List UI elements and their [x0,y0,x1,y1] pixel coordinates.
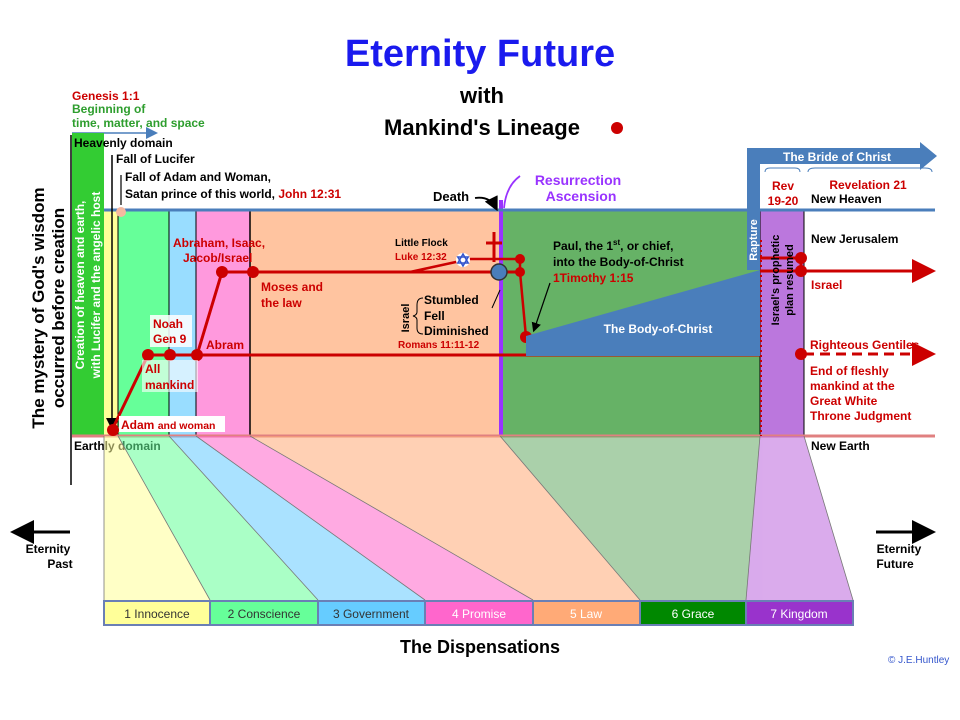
little-flock: Little Flock [395,238,448,249]
fall-adam-ref: John 12:31 [278,187,341,201]
dispensation-1 [103,600,211,626]
eternity-future-line2: Future [876,557,914,571]
dispensation-3-label: 3 Government [333,607,410,621]
all-mankind-line1: All [145,362,160,376]
star-of-david-icon [456,252,470,268]
fall-lucifer: Fall of Lucifer [116,152,195,166]
little-flock-ref: Luke 12:32 [395,252,447,263]
revelation21: Revelation 21 [829,178,907,192]
dispensations-title: The Dispensations [400,637,560,657]
ascension-label: Ascension [546,188,617,204]
moses-line2: the law [261,296,302,310]
eternity-future-line1: Eternity [877,542,922,556]
bride-label: The Bride of Christ [783,150,891,164]
dispensation-2 [209,600,319,626]
moses-line1: Moses and [261,280,323,294]
death-node [490,263,508,281]
paul-sup: st [613,238,620,247]
dispensation-4 [424,600,534,626]
subtitle-with: with [459,83,504,108]
page-title: Eternity Future [345,33,615,75]
dispensation-1-label: 1 Innocence [124,607,190,621]
end-flesh-line4: Throne Judgment [810,409,911,423]
dispensation-6-label: 6 Grace [672,607,715,621]
svg-text:Adam and woman: Adam and woman [121,418,215,432]
side-title-line2: occurred before creation [49,208,68,408]
creation-line1: Creation of heaven and earth, [73,201,87,370]
romans-ref: Romans 11:11-12 [398,340,480,351]
all-mankind-line2: mankind [145,378,194,392]
diminished: Diminished [424,324,489,338]
dispensation-4-label: 4 Promise [452,607,506,621]
fall-adam-line1: Fall of Adam and Woman, [125,170,271,184]
end-flesh-line2: mankind at the [810,379,895,393]
rapture-bar [747,148,760,270]
dispensation-5-label: 5 Law [570,607,602,621]
abram-label: Abram [206,338,244,352]
body-of-christ-wedge [526,270,760,356]
bride-arrow [747,142,937,170]
genesis-line2: time, matter, and space [72,116,205,130]
stumbled: Stumbled [424,293,479,307]
creation-band [72,133,104,435]
adam-label: Adam [121,418,154,432]
rapture-label: Rapture [748,219,760,261]
fell: Fell [424,309,445,323]
righteous-gentiles: Righteous Gentiles [810,338,920,352]
genesis-line1: Beginning of [72,102,146,116]
end-flesh-line1: End of fleshly [810,364,889,378]
abraham-line1: Abraham, Isaac, [173,236,265,250]
fall-adam-line2: Satan prince of this world, [125,187,275,201]
israel-vertical: Israel [400,304,412,333]
genesis-ref: Genesis 1:1 [72,89,140,103]
israel-right: Israel [811,278,842,292]
side-title-line1: The mystery of God's wisdom [29,187,48,428]
new-earth: New Earth [811,439,870,453]
heavenly-domain: Heavenly domain [74,136,173,150]
svg-text:Satan prince of this world,: Satan prince of this world, John 12:31 [125,187,341,201]
paul-ref: 1Timothy 1:15 [553,271,634,285]
dispensation-7-label: 7 Kingdom [770,607,827,621]
death-label: Death [433,189,469,204]
noah-line2: Gen 9 [153,332,187,346]
eternity-past-line2: Past [47,557,72,571]
abraham-line2: Jacob/Israel [183,251,252,265]
copyright: © J.E.Huntley [888,655,949,666]
creation-line2: with Lucifer and the angelic host [89,192,103,380]
new-heaven: New Heaven [811,192,882,206]
body-of-christ-label: The Body-of-Christ [604,322,713,336]
new-jerusalem: New Jerusalem [811,232,898,246]
dispensation-6 [639,600,747,626]
dispensation-projections [104,436,853,600]
dispensation-7 [745,600,854,626]
subtitle-lineage: Mankind's Lineage [384,115,580,140]
woman-label: and woman [158,420,216,432]
noah-line1: Noah [153,317,183,331]
rev-line2: 19-20 [768,194,799,208]
end-flesh-line3: Great White [810,394,878,408]
paul-line1: Paul, the 1 [553,239,613,253]
resurrection-label: Resurrection [535,172,621,188]
svg-text:Paul, the 1st, or chief,: Paul, the 1st, or chief, [553,238,674,253]
israel-plan-line2: plan resumed [784,244,796,316]
rev-line1: Rev [772,179,794,193]
paul-line1-end: , or chief, [620,239,673,253]
israel-plan-line1: Israel's prophetic [770,235,782,326]
lineage-nodes [107,252,807,436]
dispensation-2-label: 2 Conscience [228,607,301,621]
lineage-dot-icon [611,122,623,134]
dispensation-3 [317,600,426,626]
paul-line2: into the Body-of-Christ [553,255,684,269]
dispensation-bar: 1 Innocence 2 Conscience 3 Government 4 … [103,600,854,626]
cross-icon [486,232,502,262]
eternity-past-line1: Eternity [26,542,71,556]
